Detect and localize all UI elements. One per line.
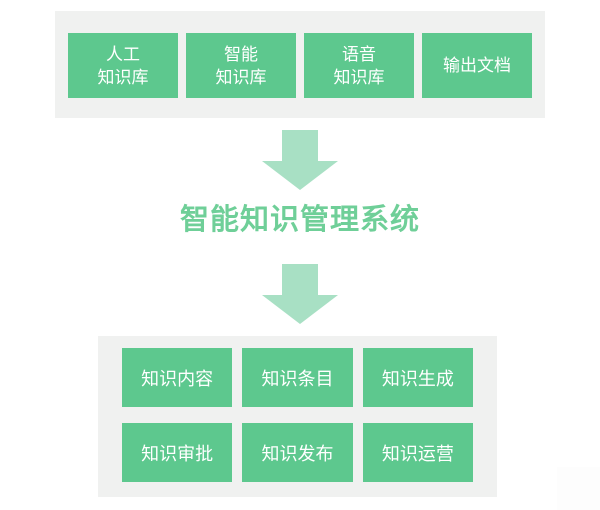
knowledge-functions-panel: 知识内容 知识条目 知识生成 知识审批 知识发布 知识运营 xyxy=(98,336,497,497)
background-corner-tint xyxy=(557,467,600,510)
source-box-smart-kb: 智能 知识库 xyxy=(186,33,296,98)
down-arrow-icon xyxy=(262,264,338,324)
down-arrow-shaft xyxy=(282,264,318,295)
knowledge-sources-panel: 人工 知识库 智能 知识库 语音 知识库 输出文档 xyxy=(55,11,545,118)
source-box-output-docs: 输出文档 xyxy=(422,33,532,98)
function-box-knowledge-publishing: 知识发布 xyxy=(242,423,353,482)
function-box-knowledge-content: 知识内容 xyxy=(122,348,233,407)
function-box-knowledge-operations: 知识运营 xyxy=(362,423,473,482)
down-arrow-head xyxy=(262,161,338,190)
down-arrow-icon xyxy=(262,130,338,190)
down-arrow-head xyxy=(262,295,338,324)
source-box-manual-kb: 人工 知识库 xyxy=(68,33,178,98)
function-box-knowledge-generation: 知识生成 xyxy=(362,348,473,407)
function-box-knowledge-approval: 知识审批 xyxy=(122,423,233,482)
down-arrow-shaft xyxy=(282,130,318,161)
source-box-voice-kb: 语音 知识库 xyxy=(304,33,414,98)
page-title: 智能知识管理系统 xyxy=(179,204,420,236)
function-box-knowledge-entries: 知识条目 xyxy=(242,348,353,407)
